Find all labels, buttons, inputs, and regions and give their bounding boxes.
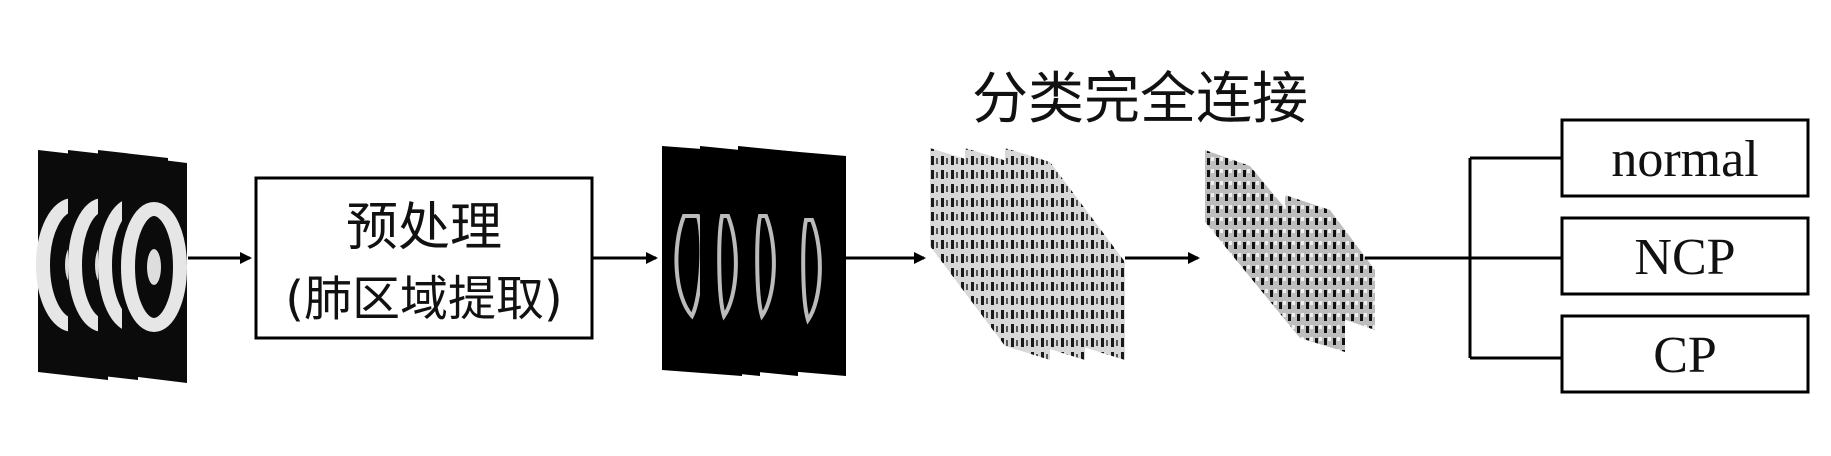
output-label: NCP — [1634, 229, 1735, 286]
feature-map-stack — [930, 148, 1125, 360]
fc-feature-map — [1285, 195, 1375, 330]
fc-feature-block — [1205, 150, 1375, 352]
output-label: normal — [1611, 131, 1758, 188]
output-class-ncp: NCP — [1560, 216, 1810, 296]
input-ct-stack — [36, 150, 187, 383]
preprocess-label-line2: (肺区域提取) — [285, 271, 562, 327]
output-class-cp: CP — [1560, 314, 1810, 394]
output-connector — [1365, 156, 1562, 360]
fc-feature-map — [1205, 150, 1345, 352]
output-label: CP — [1653, 327, 1717, 384]
lung-slice — [776, 150, 846, 376]
fc-label: 分类完全连接 — [972, 67, 1308, 132]
output-class-normal: normal — [1560, 118, 1810, 198]
feature-map — [1005, 148, 1125, 360]
ct-slice — [121, 155, 187, 383]
lung-region-stack — [662, 146, 846, 376]
preprocess-box: 预处理 (肺区域提取) — [254, 176, 594, 340]
preprocess-label-line1: 预处理 — [346, 198, 502, 258]
